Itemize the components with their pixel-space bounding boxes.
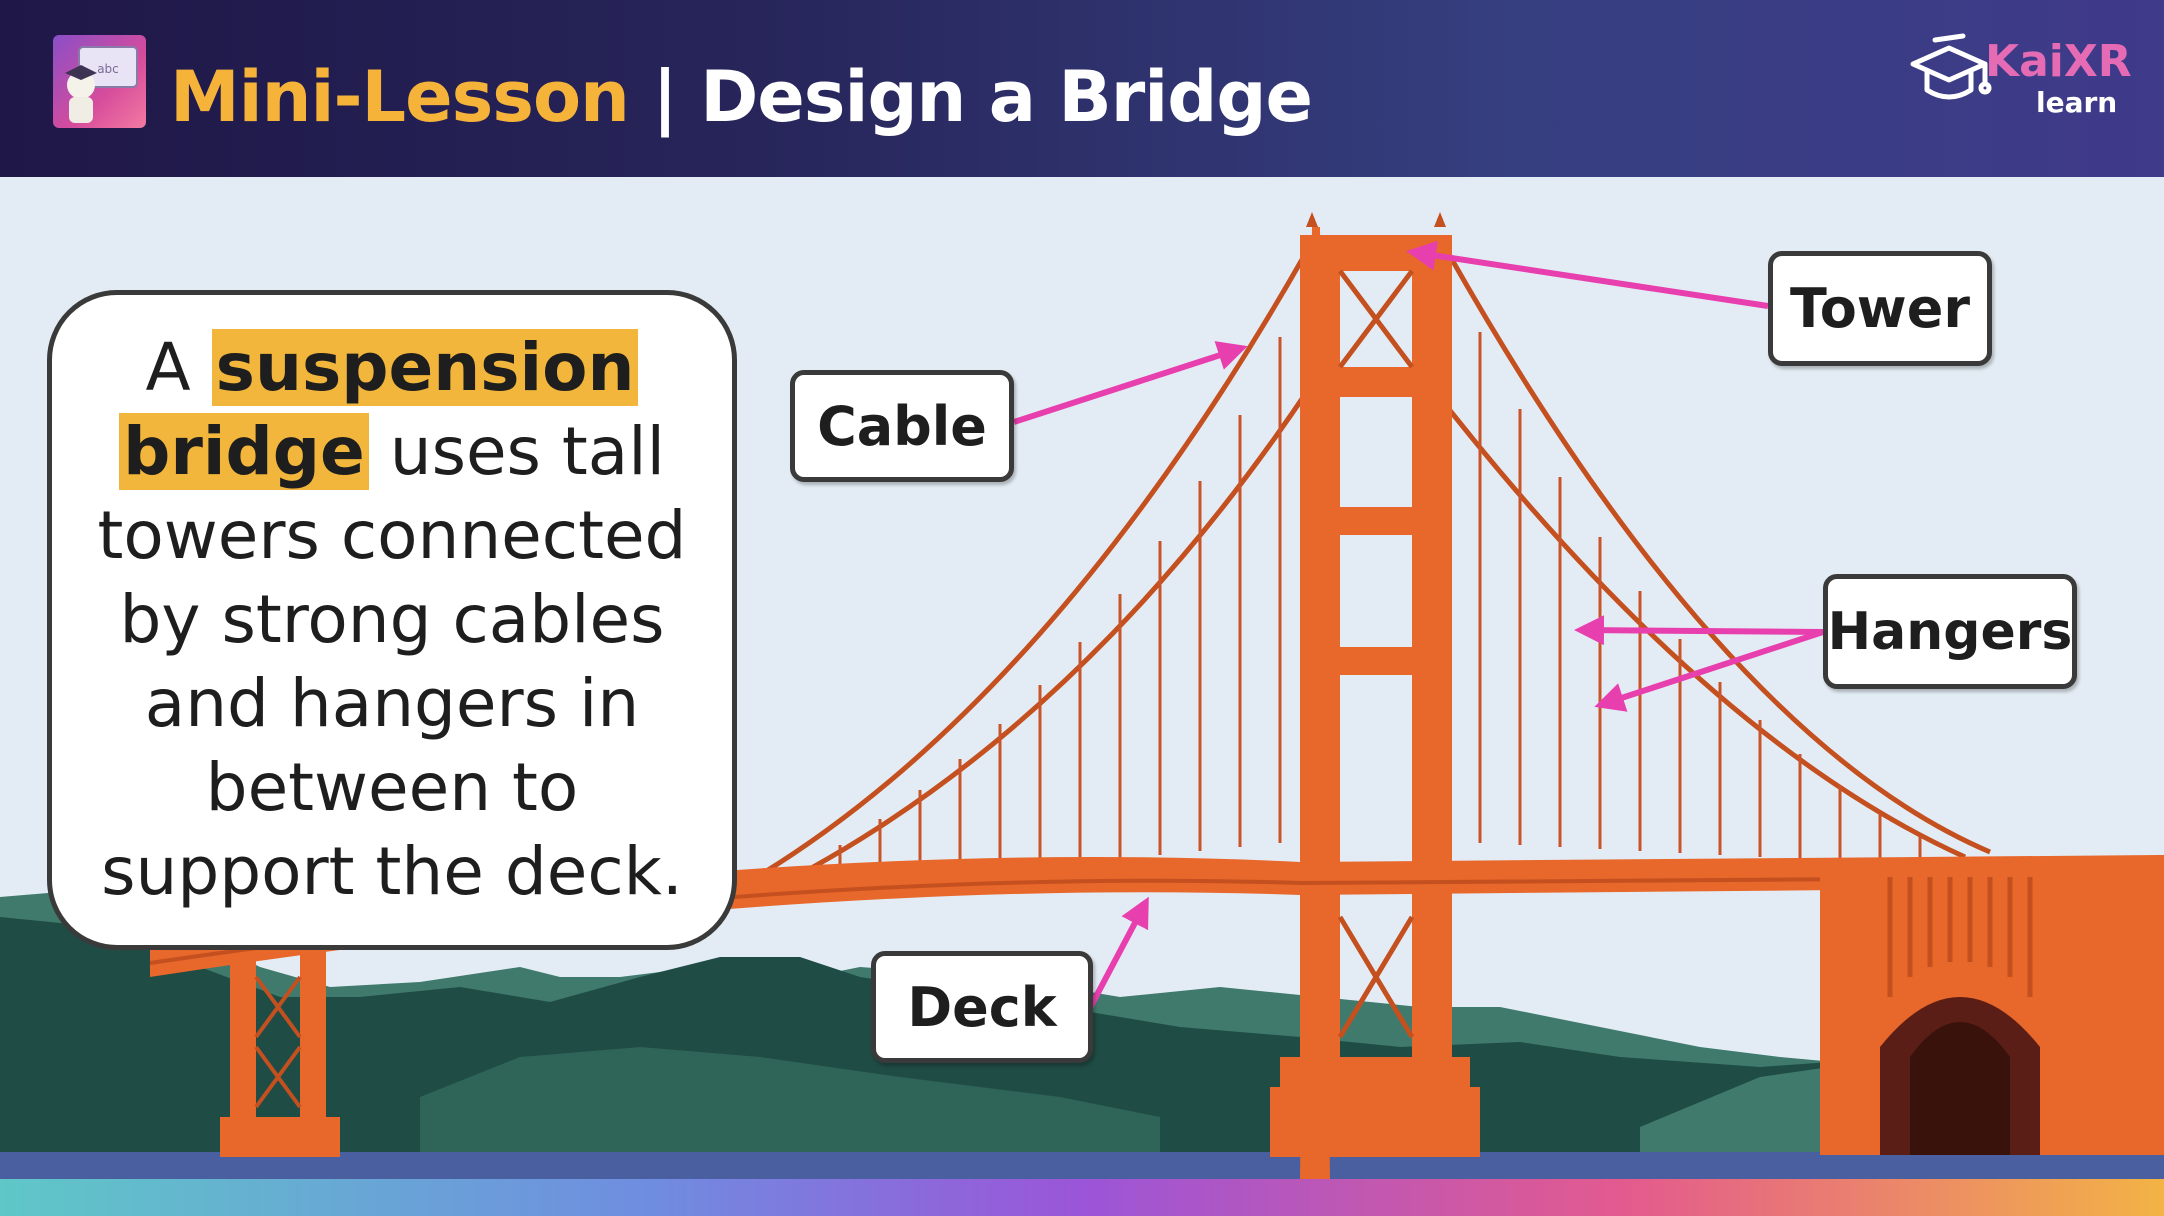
header-bar: abc Mini-Lesson | Design a Bridge KaiXR … — [0, 0, 2164, 177]
title-main: Design a Bridge — [700, 56, 1313, 138]
graduation-cap-icon — [1910, 33, 1992, 100]
definition-card: A suspension bridge uses tall towers con… — [47, 290, 737, 950]
title-separator: | — [652, 56, 678, 138]
highlight-suspension: suspension — [211, 329, 639, 406]
brand-sub: learn — [2036, 86, 2118, 119]
definition-text: A suspension bridge uses tall towers con… — [72, 326, 712, 914]
brand-name: KaiXR — [1985, 36, 2132, 87]
label-tower: Tower — [1768, 251, 1992, 366]
title-prefix: Mini-Lesson — [170, 56, 630, 138]
highlight-bridge: bridge — [119, 413, 369, 490]
label-cable: Cable — [790, 370, 1014, 482]
definition-word-a: A — [145, 329, 191, 406]
page-title: Mini-Lesson | Design a Bridge — [170, 42, 1313, 152]
svg-text:abc: abc — [97, 62, 119, 76]
definition-rest: uses tall towers connected by strong cab… — [97, 413, 687, 910]
lesson-slide-icon: abc — [53, 35, 146, 128]
bottom-gradient-bar — [0, 1179, 2164, 1216]
label-deck: Deck — [871, 951, 1093, 1063]
label-hangers: Hangers — [1823, 574, 2077, 689]
